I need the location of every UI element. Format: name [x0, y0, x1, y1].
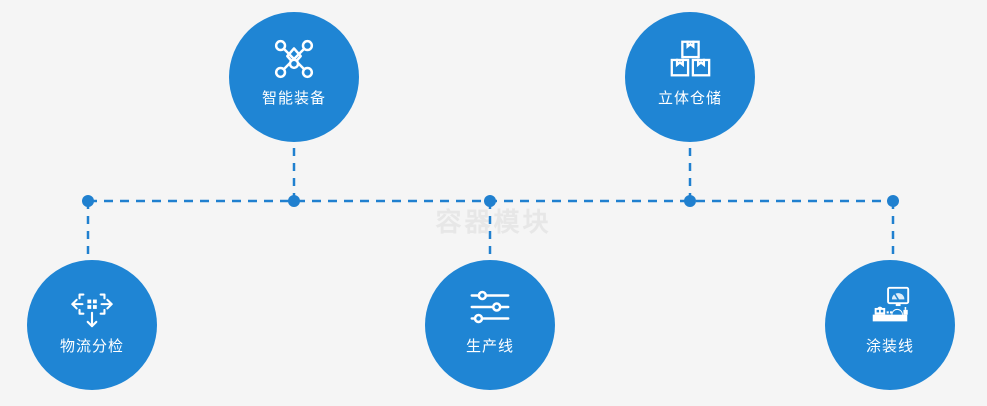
- junction-dot: [484, 195, 496, 207]
- node-liti-cangchu[interactable]: 立体仓储: [625, 12, 755, 142]
- node-label: 物流分检: [59, 338, 124, 355]
- node-label: 生产线: [465, 338, 514, 355]
- stacked-boxes-icon: [667, 36, 713, 82]
- node-label: 涂装线: [865, 338, 914, 355]
- node-label: 智能装备: [261, 90, 326, 107]
- junction-dot: [684, 195, 696, 207]
- node-wuliu-fenjian[interactable]: 物流分检: [27, 260, 157, 390]
- network-nodes-icon: [271, 36, 317, 82]
- junction-dot: [288, 195, 300, 207]
- node-zhineng-zhuangbei[interactable]: 智能装备: [229, 12, 359, 142]
- factory-monitor-icon: [867, 284, 913, 330]
- junction-dot: [82, 195, 94, 207]
- node-label: 立体仓储: [657, 90, 722, 107]
- sliders-icon: [467, 284, 513, 330]
- node-tuzhuang-xian[interactable]: 涂装线: [825, 260, 955, 390]
- node-shengchan-xian[interactable]: 生产线: [425, 260, 555, 390]
- sorting-arrows-icon: [69, 284, 115, 330]
- junction-dot: [887, 195, 899, 207]
